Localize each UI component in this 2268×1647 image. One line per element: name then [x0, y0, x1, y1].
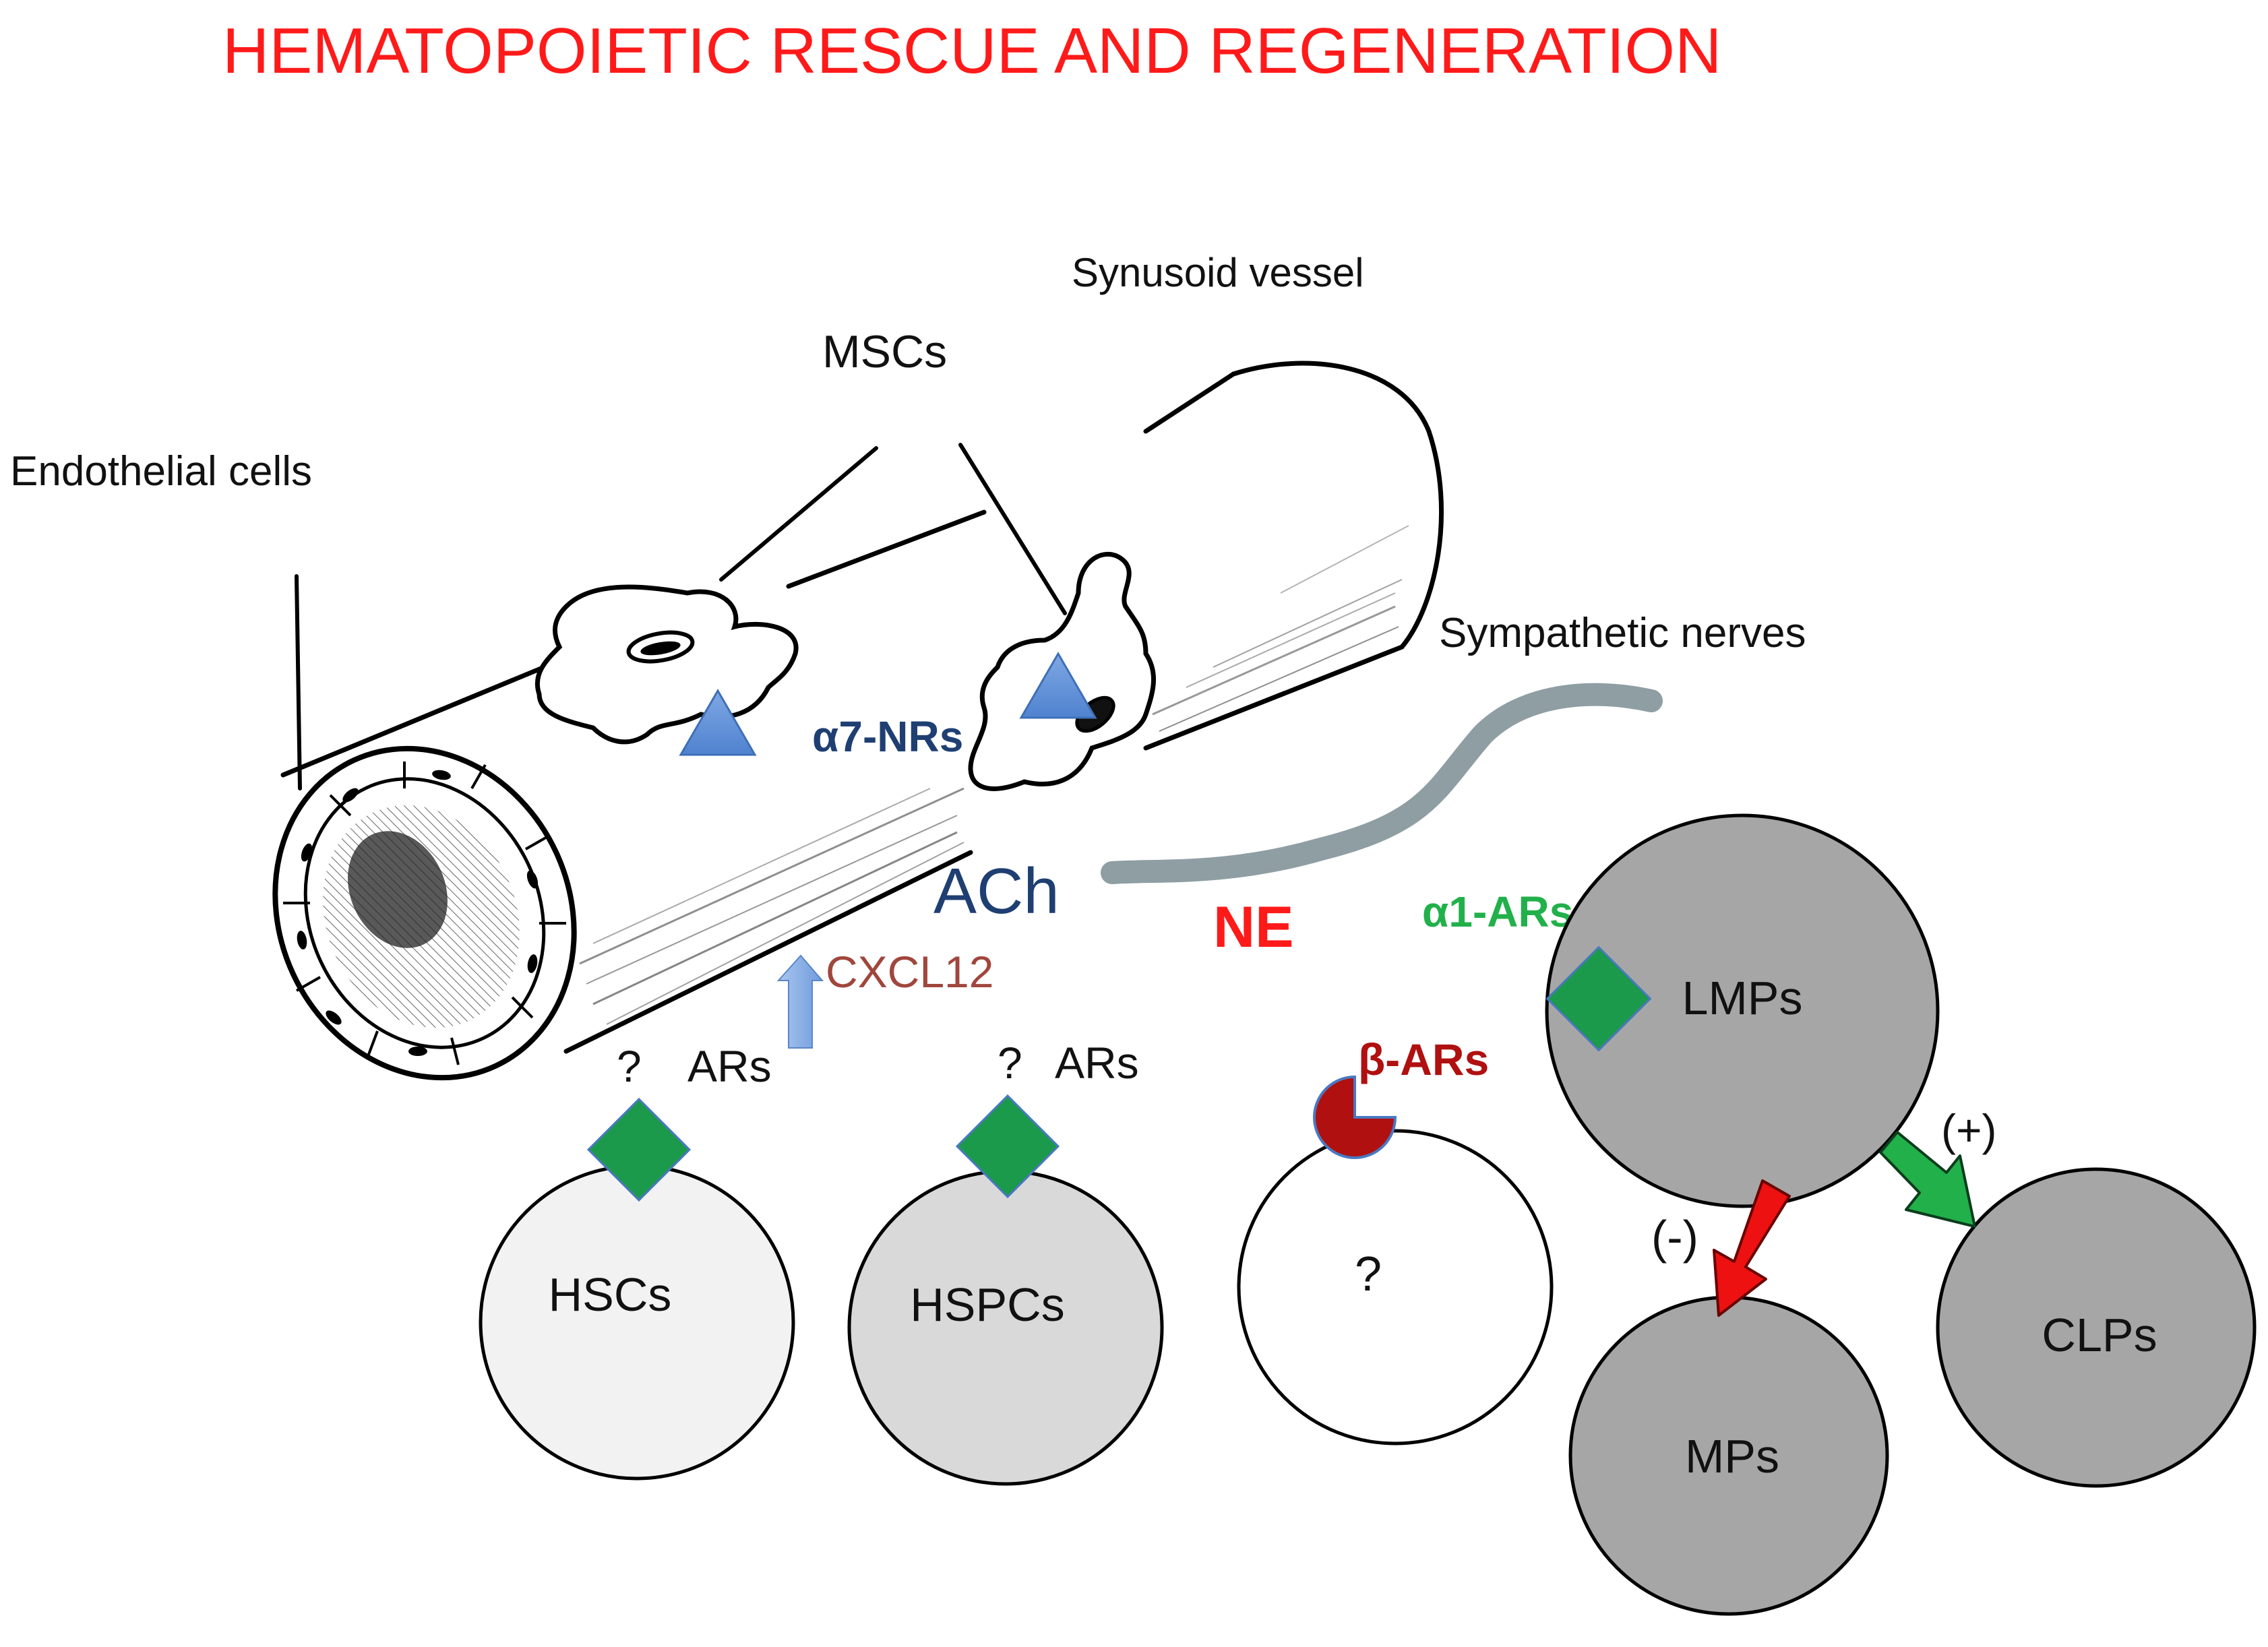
hsc-ar-diamond — [586, 1097, 692, 1202]
hscs-cell: HSCs — [479, 1164, 795, 1481]
ne-label: NE — [1213, 895, 1293, 960]
unknown-cell-label: ? — [1355, 1247, 1382, 1301]
hsc-ars-label: ARs — [687, 1041, 772, 1091]
sinusoid-vessel — [280, 361, 1444, 1054]
hspc-ar-diamond — [955, 1094, 1060, 1199]
clps-promote-arrow — [1879, 1131, 1976, 1228]
plus-label: (+) — [1941, 1105, 1997, 1155]
lmp-alpha1-ar-diamond — [1545, 945, 1652, 1052]
mscs-pointer-left — [719, 446, 878, 582]
hscs-label: HSCs — [549, 1268, 672, 1321]
lmps-cell: LMPs — [1545, 813, 1940, 1208]
msc-cell-left — [534, 584, 799, 745]
mps-cell: MPs — [1568, 1295, 1889, 1616]
mscs-pointer-right — [958, 443, 1067, 615]
alpha7-nr-triangle-right — [1019, 652, 1097, 719]
hspc-ars-question: ? — [998, 1038, 1022, 1088]
hspcs-label: HSPCs — [910, 1278, 1064, 1331]
vessel-body — [283, 363, 1442, 1051]
cxcl12-label: CXCL12 — [826, 947, 993, 997]
clps-cell: CLPs — [1936, 1167, 2257, 1488]
alpha7-nrs-label: α7-NRs — [812, 712, 963, 761]
endothelial-pointer — [295, 574, 302, 790]
minus-label: (-) — [1651, 1211, 1698, 1264]
alpha7-nr-triangle-left — [679, 689, 757, 756]
mps-label: MPs — [1685, 1430, 1779, 1483]
sinusoid-vessel-label: Synusoid vessel — [1072, 250, 1364, 295]
vessel-shading — [579, 525, 1409, 1025]
pointer-lines — [295, 443, 1067, 790]
clps-label: CLPs — [2042, 1309, 2157, 1361]
sympathetic-nerves-label: Sympathetic nerves — [1439, 610, 1806, 656]
diagram-title: HEMATOPOIETIC RESCUE AND REGENERATION — [222, 15, 1721, 87]
beta-ars-label: β-ARs — [1358, 1034, 1489, 1084]
hspcs-cell: HSPCs — [847, 1169, 1164, 1486]
beta-ar-receptor — [1313, 1075, 1397, 1159]
ach-label: ACh — [933, 855, 1060, 927]
sympathetic-nerve — [1101, 683, 1663, 884]
hspc-ars-label: ARs — [1055, 1038, 1139, 1088]
cxcl12-up-arrow — [776, 954, 824, 1049]
endothelial-cells-label: Endothelial cells — [10, 448, 312, 495]
mscs-label: MSCs — [822, 326, 947, 377]
vessel-bottom-edge — [563, 644, 1405, 1054]
mps-inhibit-arrow — [1713, 1179, 1791, 1317]
hsc-ars-question: ? — [617, 1041, 642, 1091]
unknown-cell: ? — [1237, 1129, 1554, 1446]
alpha1-ars-label: α1-ARs — [1422, 888, 1573, 936]
vessel-cross-section — [272, 745, 577, 1081]
lmps-label: LMPs — [1682, 972, 1803, 1024]
vessel-end-cap — [1231, 361, 1444, 650]
